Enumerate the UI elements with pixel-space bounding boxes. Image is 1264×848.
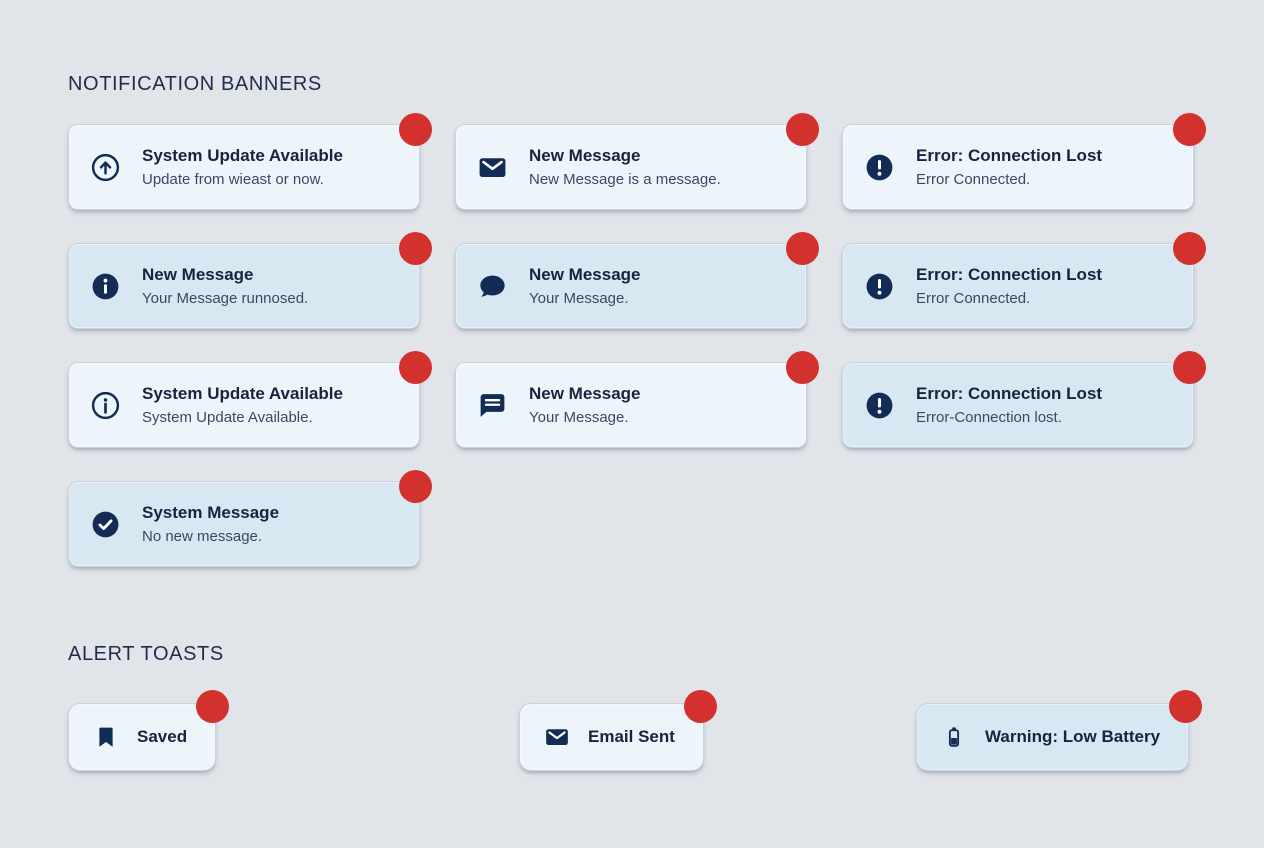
banner-new-message-chat-lines[interactable]: New Message Your Message. <box>455 351 819 448</box>
alert-circle-icon <box>864 271 895 302</box>
notification-dot-badge <box>1173 351 1206 384</box>
alert-circle-icon <box>864 152 895 183</box>
battery-icon <box>941 724 967 750</box>
banners-grid: System Update Available Update from wiea… <box>68 113 1206 567</box>
banner-title: New Message <box>142 264 254 284</box>
banner-error-connection[interactable]: Error: Connection Lost Error-Connection … <box>842 351 1206 448</box>
info-circle-filled-icon <box>90 271 121 302</box>
banner-title: New Message <box>529 383 641 403</box>
toast-label: Saved <box>137 727 188 746</box>
banner-subtitle: Your Message runnosed. <box>142 289 309 307</box>
bookmark-icon <box>93 724 119 750</box>
banner-new-message-info[interactable]: New Message Your Message runnosed. <box>68 232 432 329</box>
banner-error-connection[interactable]: Error: Connection Lost Error Connected. <box>842 113 1206 210</box>
alert-circle-icon <box>864 390 895 421</box>
info-circle-outline-icon <box>90 390 121 421</box>
arrow-up-circle-icon <box>90 152 121 183</box>
banner-subtitle: Error-Connection lost. <box>916 408 1062 426</box>
notification-dot-badge <box>786 232 819 265</box>
banner-system-update-info[interactable]: System Update Available System Update Av… <box>68 351 432 448</box>
banners-section-title: NOTIFICATION BANNERS <box>68 73 322 95</box>
banner-subtitle: System Update Available. <box>142 408 313 426</box>
banner-title: Error: Connection Lost <box>916 145 1103 165</box>
chat-lines-icon <box>477 390 508 421</box>
notification-dot-badge <box>1173 232 1206 265</box>
banner-title: System Update Available <box>142 145 343 165</box>
toast-saved[interactable]: Saved <box>68 690 230 771</box>
toast-label: Warning: Low Battery <box>985 727 1161 746</box>
notification-dot-badge <box>399 113 432 146</box>
banner-system-message[interactable]: System Message No new message. <box>68 470 432 567</box>
banner-subtitle: New Message is a message. <box>529 170 721 188</box>
notification-dot-badge <box>399 232 432 265</box>
banner-subtitle: Your Message. <box>529 289 629 307</box>
envelope-icon <box>544 724 570 750</box>
chat-bubble-icon <box>477 271 508 302</box>
notification-dot-badge <box>1173 113 1206 146</box>
banner-title: Error: Connection Lost <box>916 264 1103 284</box>
toast-label: Email Sent <box>588 727 675 746</box>
banner-title: New Message <box>529 145 641 165</box>
banner-subtitle: Your Message. <box>529 408 629 426</box>
notification-dot-badge <box>786 351 819 384</box>
banner-subtitle: Error Connected. <box>916 289 1031 307</box>
banner-title: System Message <box>142 502 280 522</box>
banner-system-update[interactable]: System Update Available Update from wiea… <box>68 113 432 210</box>
banner-title: System Update Available <box>142 383 343 403</box>
toasts-section-title: ALERT TOASTS <box>68 643 224 665</box>
banner-new-message-mail[interactable]: New Message New Message is a message. <box>455 113 819 210</box>
banner-subtitle: No new message. <box>142 527 263 545</box>
check-circle-icon <box>90 509 121 540</box>
notification-dot-badge <box>196 690 230 723</box>
notification-dot-badge <box>683 690 717 723</box>
toast-email-sent[interactable]: Email Sent <box>519 690 717 771</box>
banner-title: New Message <box>529 264 641 284</box>
notification-dot-badge <box>399 470 432 503</box>
banner-error-connection[interactable]: Error: Connection Lost Error Connected. <box>842 232 1206 329</box>
banner-new-message-chat[interactable]: New Message Your Message. <box>455 232 819 329</box>
envelope-icon <box>477 152 508 183</box>
banner-title: Error: Connection Lost <box>916 383 1103 403</box>
notification-dot-badge <box>1169 690 1203 723</box>
toast-low-battery[interactable]: Warning: Low Battery <box>916 690 1203 771</box>
banner-subtitle: Error Connected. <box>916 170 1031 188</box>
notification-dot-badge <box>786 113 819 146</box>
banner-subtitle: Update from wieast or now. <box>142 170 324 188</box>
notification-dot-badge <box>399 351 432 384</box>
